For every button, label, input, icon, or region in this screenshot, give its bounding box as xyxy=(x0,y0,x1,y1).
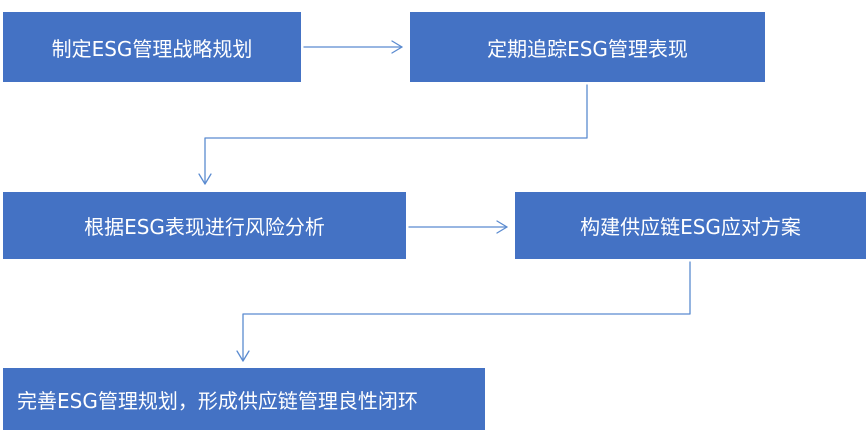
arrow-step1-to-step2 xyxy=(303,40,403,54)
step-2-label: 定期追踪ESG管理表现 xyxy=(487,36,688,61)
step-1-box: 制定ESG管理战略规划 xyxy=(3,12,301,82)
arrow-step4-to-step5 xyxy=(236,261,691,362)
step-3-label: 根据ESG表现进行风险分析 xyxy=(84,215,325,239)
step-4-box: 构建供应链ESG应对方案 xyxy=(515,192,866,259)
step-1-label: 制定ESG管理战略规划 xyxy=(51,36,253,61)
step-4-label: 构建供应链ESG应对方案 xyxy=(580,215,801,239)
step-2-box: 定期追踪ESG管理表现 xyxy=(410,12,765,82)
step-5-box: 完善ESG管理规划，形成供应链管理良性闭环 xyxy=(3,368,485,430)
arrow-step2-to-step3 xyxy=(198,84,588,185)
step-5-label: 完善ESG管理规划，形成供应链管理良性闭环 xyxy=(17,388,418,413)
step-3-box: 根据ESG表现进行风险分析 xyxy=(3,192,406,259)
arrow-step3-to-step4 xyxy=(408,220,508,234)
